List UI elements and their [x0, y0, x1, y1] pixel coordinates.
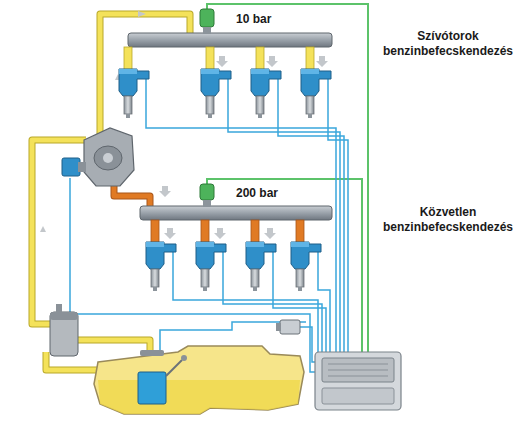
- system-label: Közvetlen benzinbefecskendezés: [373, 205, 523, 235]
- pressure-label: 200 bar: [236, 186, 278, 201]
- system-label: Szívótorok benzinbefecskendezés: [373, 29, 523, 59]
- pressure-label: 10 bar: [236, 12, 271, 27]
